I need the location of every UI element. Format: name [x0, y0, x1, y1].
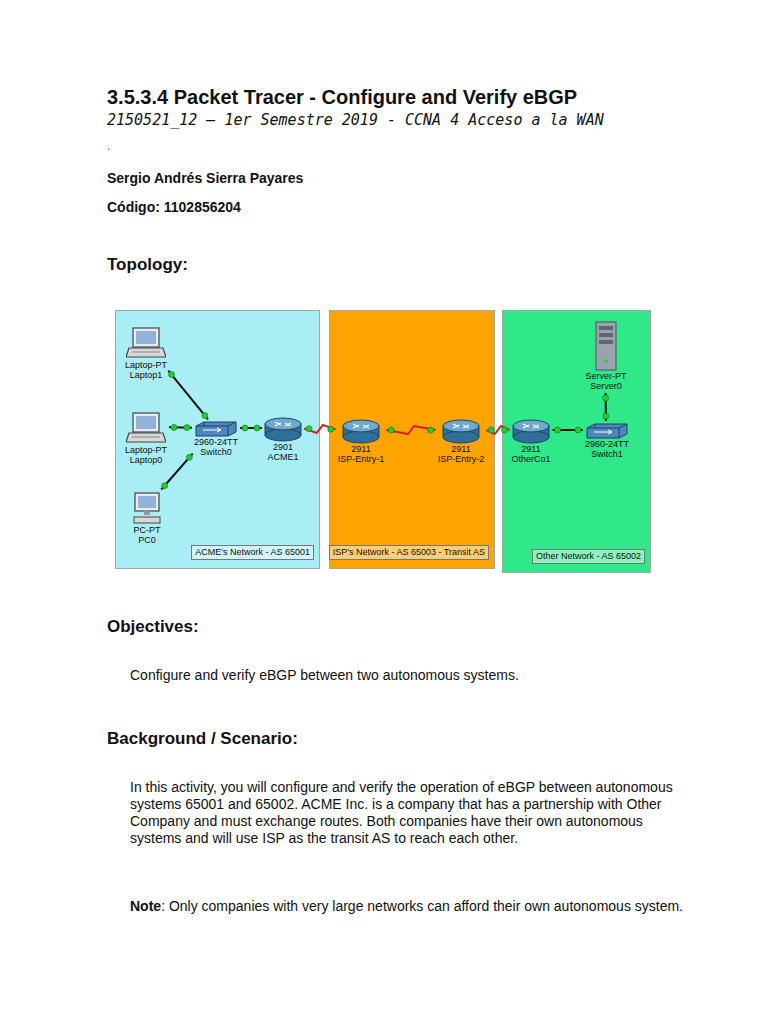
network-device: 2960-24TTSwitch1 [585, 423, 629, 459]
ethernet-link [161, 454, 192, 490]
network-region: Other Network - AS 65002 2911OtherCo1 2960… [502, 310, 651, 573]
device-label: Switch0 [194, 447, 238, 457]
network-device: Laptop-PTLaptop1 [125, 326, 167, 380]
network-device: 2960-24TTSwitch0 [194, 421, 238, 457]
device-label: PC0 [131, 535, 163, 545]
serial-link [486, 426, 509, 434]
network-device: PC-PTPC0 [131, 491, 163, 545]
ethernet-link [605, 393, 607, 421]
device-label: ISP-Entry-1 [338, 454, 385, 464]
device-label: Server0 [585, 381, 626, 391]
link-light [202, 413, 208, 419]
link-light [388, 427, 394, 433]
link-light [555, 427, 561, 433]
pc-icon [131, 491, 163, 525]
router-icon [442, 418, 480, 444]
section-heading: Background / Scenario: [107, 729, 298, 749]
note-text: : Only companies with very large network… [161, 898, 683, 914]
section-heading: Objectives: [107, 617, 199, 637]
author-name: Sergio Andrés Sierra Payares [107, 170, 303, 186]
device-label: 2911 [338, 444, 385, 454]
link-light [171, 424, 177, 430]
region-label: Other Network - AS 65002 [532, 549, 645, 564]
section-heading: Topology: [107, 255, 188, 275]
link-light [328, 426, 334, 432]
device-label: 2960-24TT [194, 437, 238, 447]
region-label: ACME's Network - AS 65001 [191, 545, 314, 560]
network-device: Server-PTServer0 [585, 321, 626, 391]
device-label: Laptop1 [125, 370, 167, 380]
serial-link [304, 425, 336, 433]
network-region: ISP's Network - AS 65003 - Transit AS 291… [329, 310, 495, 569]
ethernet-link [240, 427, 262, 429]
device-label: PC-PT [131, 525, 163, 535]
laptop-icon [126, 411, 166, 445]
device-label: 2911 [438, 444, 485, 454]
device-label: ACME1 [264, 452, 302, 462]
link-light [242, 425, 248, 431]
device-label: OtherCo1 [511, 454, 550, 464]
link-light [162, 483, 168, 489]
note-line: Note: Only companies with very large net… [130, 898, 683, 914]
subtitle: 2150521_12 – 1er Semestre 2019 - CCNA 4 … [107, 111, 604, 129]
network-device: 2911ISP-Entry-2 [438, 418, 485, 464]
ethernet-link [553, 429, 583, 431]
server-icon [595, 321, 617, 371]
laptop-icon [126, 326, 166, 360]
note-keyword: Note [130, 898, 161, 914]
link-light [603, 395, 609, 401]
device-label: Laptop0 [125, 455, 167, 465]
red-dot: . [107, 139, 110, 153]
device-label: Laptop-PT [125, 445, 167, 455]
network-device: 2911OtherCo1 [511, 418, 550, 464]
router-icon [342, 418, 380, 444]
link-light [184, 425, 190, 431]
region-label: ISP's Network - AS 65003 - Transit AS [329, 545, 489, 560]
router-icon [264, 416, 302, 442]
network-device: Laptop-PTLaptop0 [125, 411, 167, 465]
network-region: ACME's Network - AS 65001Laptop-PTLaptop… [115, 310, 320, 569]
link-light [428, 427, 434, 433]
link-light [306, 426, 312, 432]
serial-link [386, 426, 435, 434]
body-paragraph: In this activity, you will configure and… [130, 779, 695, 847]
device-label: 2901 [264, 442, 302, 452]
link-light [254, 425, 260, 431]
link-light [488, 427, 494, 433]
sw-icon [195, 421, 237, 437]
router-icon [512, 418, 550, 444]
network-device: 2901ACME1 [264, 416, 302, 462]
device-label: Laptop-PT [125, 360, 167, 370]
ethernet-link [169, 426, 192, 428]
ethernet-link [168, 371, 208, 420]
device-label: Switch1 [585, 449, 629, 459]
network-device: 2911ISP-Entry-1 [338, 418, 385, 464]
device-label: 2960-24TT [585, 439, 629, 449]
link-light [501, 427, 507, 433]
device-label: ISP-Entry-2 [438, 454, 485, 464]
sw-icon [586, 423, 628, 439]
page-title: 3.5.3.4 Packet Tracer - Configure and Ve… [107, 86, 577, 109]
device-label: 2911 [511, 444, 550, 454]
student-code: Código: 1102856204 [107, 199, 241, 215]
link-light [603, 413, 609, 419]
link-light [168, 371, 174, 377]
link-light [186, 454, 192, 460]
body-text: Configure and verify eBGP between two au… [130, 667, 519, 683]
device-label: Server-PT [585, 371, 626, 381]
link-light [575, 427, 581, 433]
